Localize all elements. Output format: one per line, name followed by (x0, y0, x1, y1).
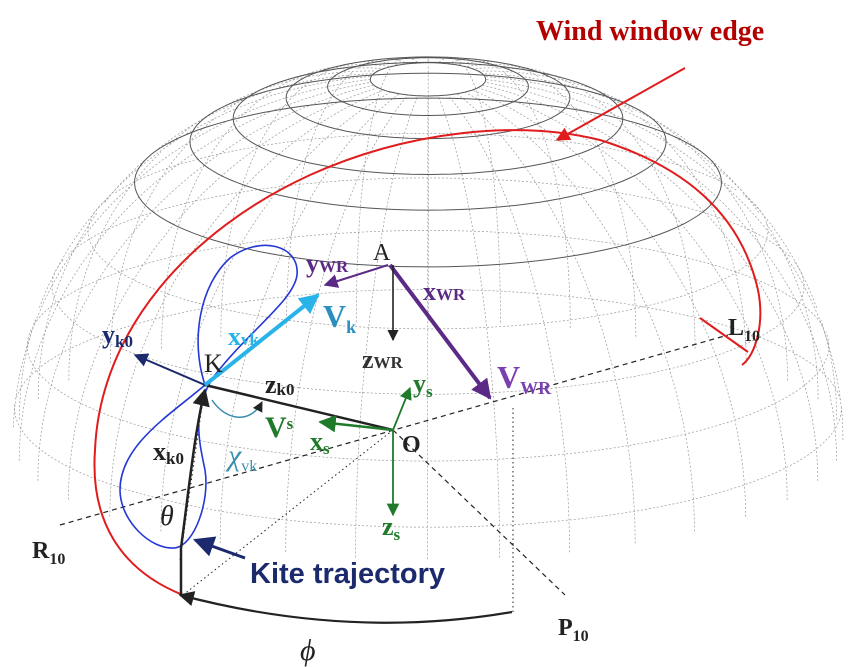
parallel-line (15, 289, 841, 401)
meridian-line (820, 319, 838, 420)
z-k0-label: zk0 (265, 370, 295, 399)
parallel-line (298, 261, 805, 395)
meridian-line (437, 95, 501, 558)
point-a-label: A (373, 240, 391, 266)
parallel-line (369, 62, 487, 97)
meridian-line (220, 79, 313, 337)
parallel-line (68, 177, 790, 257)
meridian-line (355, 95, 419, 558)
meridian-line (161, 91, 272, 349)
parallel-line (290, 331, 830, 462)
point-o-label: O (402, 432, 421, 458)
meridian-line (355, 65, 393, 323)
x-s-arrow (318, 415, 394, 433)
parallel-line (87, 197, 312, 324)
meridian-line (640, 117, 747, 364)
x-s-label: xs (310, 427, 330, 458)
dashed-line-r10-l10 (59, 334, 729, 526)
phi-label: ϕ (300, 634, 316, 667)
wind-window-edge-label: Wind window edge (536, 16, 764, 47)
meridian-line (68, 87, 379, 500)
y-s-arrow (392, 386, 412, 431)
dashed-line-o-p10 (392, 429, 566, 596)
meridian-line (109, 117, 216, 364)
meridian-line (694, 151, 788, 381)
meridian-line (482, 84, 819, 481)
meridian-line (37, 212, 98, 400)
parallel-line (34, 230, 824, 326)
v-k-label: Vk (323, 298, 356, 337)
meridian-line (19, 319, 36, 420)
v-wr-label: VWR (497, 359, 552, 398)
kite-trajectory-label: Kite trajectory (250, 558, 445, 590)
meridian-line (219, 93, 400, 544)
hemisphere-grid-front (12, 56, 844, 560)
wind-window-edge-curve (93, 129, 762, 596)
meridian-line (37, 84, 374, 481)
meridian-line (472, 67, 633, 112)
meridian-line (765, 222, 819, 400)
y-k0-label: yk0 (102, 320, 133, 351)
meridian-line (477, 87, 788, 500)
meridian-line (223, 67, 384, 112)
x-k0-label: xk0 (153, 437, 184, 468)
parallel-line (115, 132, 737, 194)
y-k0-arrow (133, 353, 206, 386)
hemisphere-grid-back (15, 64, 841, 420)
y-wr-arrow (323, 264, 389, 288)
theta-meridian (179, 388, 210, 549)
meridian-line (472, 89, 747, 517)
theta-label: θ (160, 501, 174, 532)
parallel-line (327, 57, 529, 116)
wind-window-pointer-arrow (555, 67, 686, 141)
parallel-line (51, 259, 300, 389)
x-wr-label: xWR (423, 277, 466, 306)
meridian-line (12, 78, 371, 428)
x-vk-arrow (203, 293, 320, 387)
chi-vk-arc (211, 399, 263, 418)
meridian-line (477, 70, 687, 145)
z-wr-label: zWR (362, 345, 404, 374)
chi-vk-label: χvk (225, 439, 257, 475)
v-s-label: Vs (265, 411, 294, 444)
y-s-label: ys (413, 369, 433, 401)
meridian-line (109, 89, 384, 517)
meridian-line (482, 73, 760, 213)
meridian-line (484, 81, 837, 461)
parallel-line (14, 403, 287, 521)
meridian-line (543, 80, 637, 337)
meridian-line (485, 79, 844, 441)
meridian-line (104, 73, 374, 203)
parallel-line (189, 72, 667, 211)
z-k0-arrow (204, 383, 394, 432)
meridian-line (464, 91, 695, 532)
meridian-line (39, 76, 372, 308)
p10-label: P10 (558, 615, 589, 645)
meridian-line (484, 76, 818, 308)
meridian-line (285, 94, 409, 553)
meridian-line (463, 65, 501, 323)
parallel-line (232, 61, 624, 176)
parallel-line (285, 56, 571, 140)
l10-label: L10 (728, 315, 760, 345)
l10-tick (699, 317, 749, 353)
r10-label: R10 (32, 538, 65, 568)
x-wr-arrow (388, 263, 492, 400)
y-wr-label: yWR (306, 249, 349, 278)
z-s-label: zs (382, 512, 401, 544)
phi-arc (178, 591, 513, 624)
meridian-line (447, 94, 570, 553)
parallel-line (134, 97, 722, 268)
point-k-label: K (204, 349, 223, 378)
meridian-line (456, 93, 636, 544)
meridian-line (169, 70, 378, 145)
meridian-line (160, 91, 391, 532)
x-vk-label: xvk (228, 322, 260, 351)
kite-trajectory-pointer-arrow (193, 536, 246, 560)
